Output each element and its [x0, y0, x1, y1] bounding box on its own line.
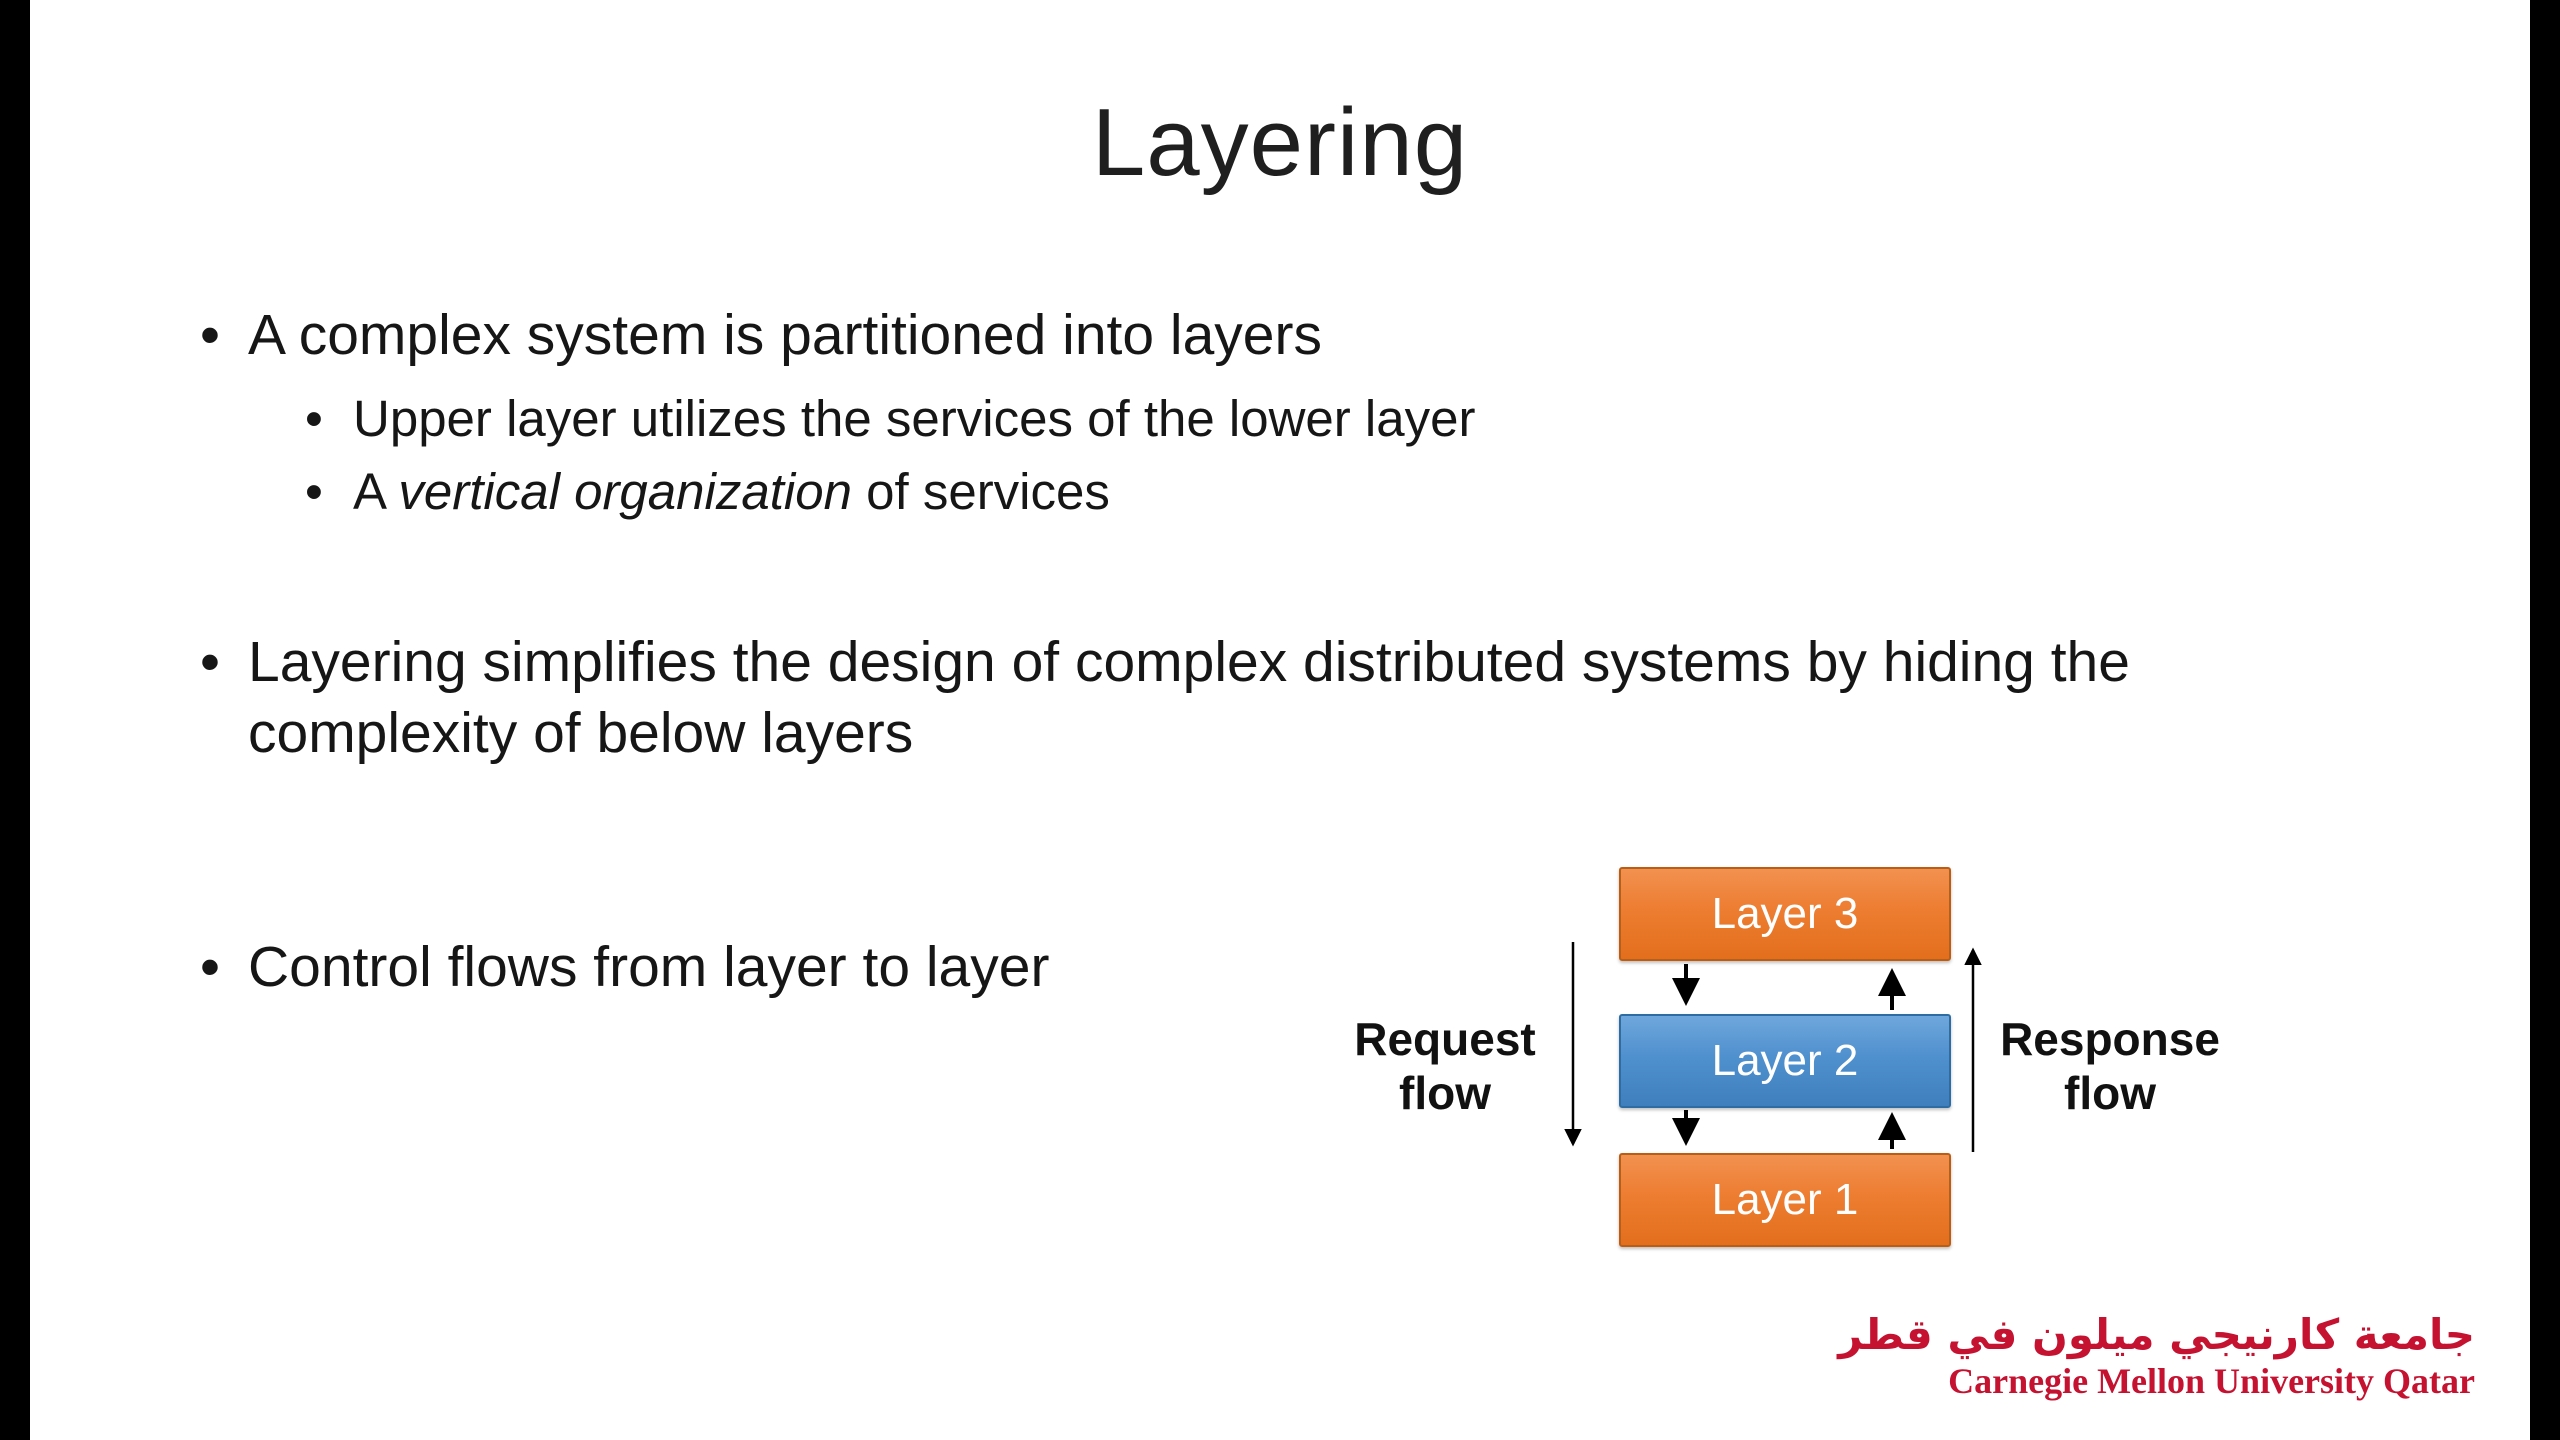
logo-english-text: Carnegie Mellon University Qatar — [1948, 1361, 2475, 1401]
layer-diagram: Layer 3 Layer 2 Layer 1 Request flow Res… — [1330, 850, 2290, 1290]
logo-arabic-text: جامعة كارنيجي ميلون في قطر — [1838, 1309, 2475, 1359]
sub-bullet-text-prefix: A — [353, 462, 399, 520]
flow-arrows — [1564, 942, 1982, 1152]
bullet-marker: • — [200, 630, 220, 695]
sub-bullet-text: Upper layer utilizes the services of the… — [353, 389, 1476, 447]
sub-bullet-text-italic: vertical organization — [398, 462, 852, 520]
sub-bullet-text: A vertical organization of services — [353, 460, 1110, 523]
bullet-marker: • — [200, 935, 220, 1000]
sub-bullet-item: • A vertical organization of services — [305, 460, 2180, 523]
bullet-marker: • — [305, 462, 323, 520]
letterbox-left — [0, 0, 30, 1440]
cmu-qatar-logo: جامعة كارنيجي ميلون في قطر Carnegie Mell… — [1838, 1309, 2475, 1402]
bullet-text: A complex system is partitioned into lay… — [248, 303, 1322, 367]
bullet-item: • Layering simplifies the design of comp… — [200, 627, 2180, 768]
slide: Layering • A complex system is partition… — [30, 0, 2530, 1440]
bullet-text: Control flows from layer to layer — [248, 935, 1050, 1000]
bullet-list: • A complex system is partitioned into l… — [200, 300, 2180, 1003]
letterbox-right — [2530, 0, 2560, 1440]
bullet-marker: • — [305, 389, 323, 447]
sub-bullet-text-suffix: of services — [851, 462, 1110, 520]
bullet-item: • A complex system is partitioned into l… — [200, 300, 2180, 371]
layer2-box: Layer 2 — [1619, 1014, 1951, 1108]
bullet-item: • Control flows from layer to layer — [200, 932, 2180, 1003]
page-title: Layering — [1091, 89, 1469, 196]
request-flow-label: Request flow — [1354, 1013, 1536, 1120]
layer1-box: Layer 1 — [1619, 1153, 1951, 1247]
response-flow-label: Response flow — [2000, 1013, 2220, 1120]
layer3-box: Layer 3 — [1619, 867, 1951, 961]
bullet-text: Layering simplifies the design of comple… — [248, 630, 2130, 765]
bullet-marker: • — [200, 303, 220, 367]
sub-bullet-item: • Upper layer utilizes the services of t… — [305, 387, 2180, 450]
